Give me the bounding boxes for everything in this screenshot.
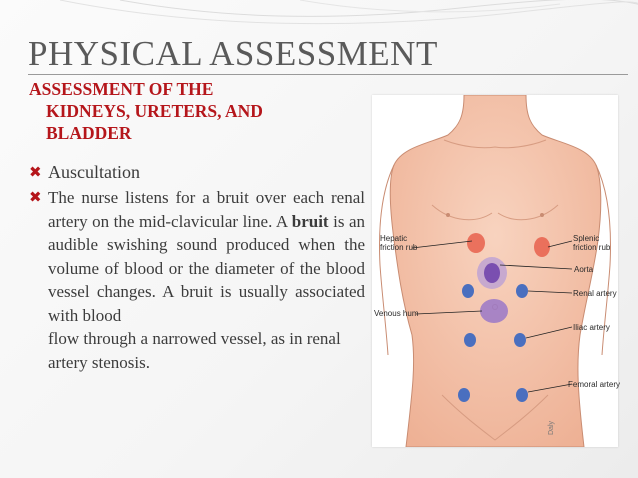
venous-hum-point — [480, 299, 508, 323]
bullet-heading: Auscultation — [48, 162, 140, 182]
leader-splenic — [547, 240, 573, 248]
hepatic-rub-point — [467, 233, 485, 253]
bullet-last-lines: flow through a narrowed vessel, as in re… — [48, 329, 341, 372]
bullet-item-auscultation: ✖ Auscultation — [29, 160, 365, 184]
abdomen-auscultation-figure: Hepatic friction rub Splenic friction ru… — [372, 95, 621, 447]
right-nipple — [540, 213, 544, 217]
slide-subtitle: ASSESSMENT OF THE KIDNEYS, URETERS, AND … — [29, 78, 329, 144]
bullet-text-after: is an audible swishing sound produced wh… — [48, 211, 366, 325]
femoral-point-left — [458, 388, 470, 402]
label-femoral-artery: Femoral artery — [568, 380, 621, 389]
label-renal-artery: Renal artery — [573, 289, 617, 298]
leader-hepatic — [411, 240, 473, 249]
femoral-point-right — [516, 388, 528, 402]
torso-illustration — [379, 95, 611, 447]
subtitle-line-2: KIDNEYS, URETERS, AND — [46, 101, 263, 121]
label-splenic: Splenic friction rub — [573, 234, 611, 252]
right-arm — [595, 164, 611, 356]
renal-point-right — [516, 284, 528, 298]
bruit-term: bruit — [291, 211, 329, 231]
renal-point-left — [462, 284, 474, 298]
bullet-text-before: The nurse listens for a bruit over each … — [48, 188, 365, 231]
background-decoration — [59, 0, 638, 25]
leader-femoral — [527, 383, 573, 393]
slide-title: PHYSICAL ASSESSMENT — [28, 34, 438, 73]
label-venous-hum: Venous hum — [374, 309, 419, 318]
bullet-list: ✖ Auscultation ✖ The nurse listens for a… — [29, 160, 365, 374]
left-arm — [379, 164, 395, 356]
leader-venous — [415, 310, 483, 315]
bullet-x-icon: ✖ — [29, 163, 42, 181]
aorta-point — [484, 263, 500, 283]
leader-renal — [527, 290, 573, 294]
subtitle-line-1: ASSESSMENT OF THE — [29, 79, 214, 99]
subtitle-line-3: BLADDER — [46, 123, 132, 143]
splenic-rub-point — [534, 237, 550, 257]
iliac-point-left — [464, 333, 476, 347]
iliac-point-right — [514, 333, 526, 347]
label-iliac-artery: Iliac artery — [573, 323, 610, 332]
bullet-paragraph: The nurse listens for a bruit over each … — [48, 186, 365, 327]
bullet-item-description: ✖ The nurse listens for a bruit over eac… — [29, 186, 365, 374]
leader-aorta — [499, 264, 573, 270]
bullet-x-icon: ✖ — [29, 188, 42, 206]
label-hepatic: Hepatic friction rub — [380, 234, 418, 252]
left-nipple — [446, 213, 450, 217]
label-aorta: Aorta — [574, 265, 594, 274]
leader-iliac — [525, 326, 573, 339]
title-divider — [28, 74, 628, 75]
artist-signature: Daly — [548, 420, 555, 435]
